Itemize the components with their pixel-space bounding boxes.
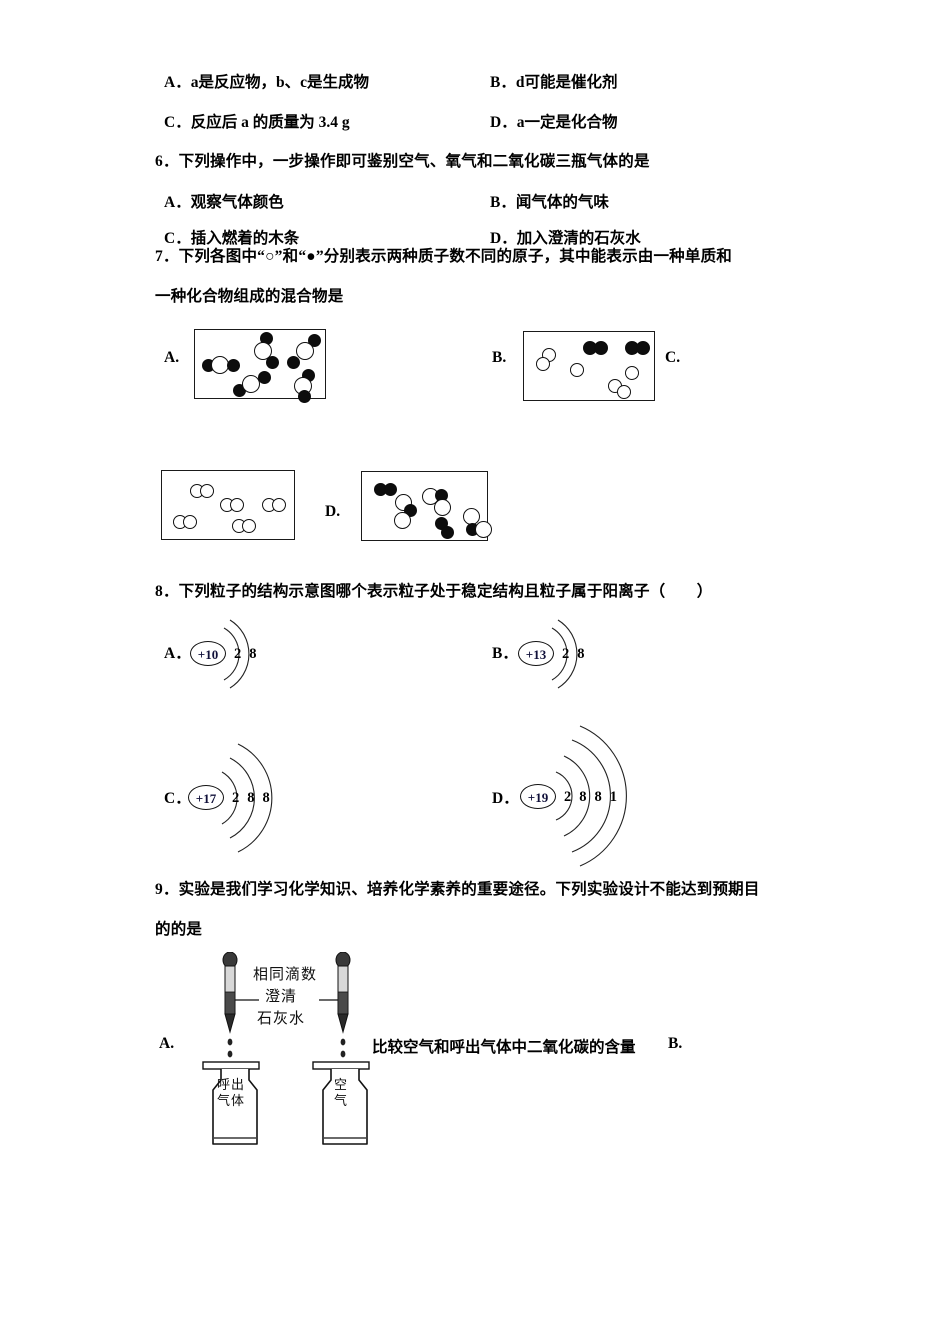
atom-black <box>441 526 454 539</box>
atom-white <box>536 357 550 371</box>
electron-shell-arcs <box>551 619 578 689</box>
atom-black <box>287 356 300 369</box>
bottle-right-label: 空 气 <box>316 1078 366 1111</box>
q9-stem-line2: 的的是 <box>155 921 203 938</box>
q9-experiment-diagram <box>195 951 395 1152</box>
apparatus-svg <box>202 951 370 1145</box>
shell-count: 8 <box>579 789 587 805</box>
atom-white <box>475 521 492 538</box>
atom-black <box>298 390 311 403</box>
shell-count: 2 <box>234 646 242 662</box>
bottle-left-line2: 气体 <box>216 1094 245 1110</box>
q7-molecule-box-b <box>523 331 655 401</box>
q6-option-b: B．闻气体的气味 <box>490 194 609 211</box>
q6-stem: 6．下列操作中，一步操作即可鉴别空气、氧气和二氧化碳三瓶气体的是 <box>155 153 650 170</box>
shell-count: 2 <box>232 790 240 806</box>
q7-label-d: D. <box>325 503 341 520</box>
q9-label-b: B. <box>668 1035 683 1052</box>
nucleus-charge: +10 <box>190 641 226 666</box>
q5-option-b: B．d可能是催化剂 <box>490 74 618 91</box>
q6-option-a: A．观察气体颜色 <box>164 194 284 211</box>
dropper-note-line3: 石灰水 <box>257 1009 306 1027</box>
atom-white <box>272 498 286 512</box>
atom-white <box>183 515 197 529</box>
atom-white <box>230 498 244 512</box>
dropper-note-line1: 相同滴数 <box>253 965 318 983</box>
bottle-left-line1: 呼出 <box>216 1078 245 1093</box>
atom-white <box>570 363 584 377</box>
q7-label-a: A. <box>164 349 180 366</box>
q5-option-d: D．a一定是化合物 <box>490 114 618 131</box>
bottle-right-line1: 空 <box>333 1078 348 1093</box>
electron-shell-arcs <box>223 619 250 689</box>
shell-count: 8 <box>247 790 255 806</box>
atom-black <box>266 356 279 369</box>
atom-white <box>200 484 214 498</box>
nucleus-charge: +13 <box>518 641 554 666</box>
nucleus-charge: +17 <box>188 785 224 810</box>
nucleus-charge: +19 <box>520 784 556 809</box>
electron-shell-arcs <box>555 725 627 867</box>
q7-molecule-box-a <box>194 329 326 403</box>
atom-white <box>617 385 631 399</box>
q5-option-a: A．a是反应物，b、c是生成物 <box>164 74 369 91</box>
shell-count: 2 <box>562 646 570 662</box>
shell-count: 8 <box>577 646 585 662</box>
atom-white <box>254 342 272 360</box>
atom-white <box>625 366 639 380</box>
atom-black <box>636 341 650 355</box>
q7-stem-line1: 7．下列各图中“○”和“●”分别表示两种质子数不同的原子，其中能表示由一种单质和 <box>155 248 732 265</box>
atom-white <box>394 512 411 529</box>
q8-option-c-label: C． <box>164 790 191 807</box>
dropper-note-line2: 澄清 <box>265 987 298 1005</box>
atom-black <box>594 341 608 355</box>
q5-option-c: C．反应后 a 的质量为 3.4 g <box>164 114 350 131</box>
shell-count: 8 <box>262 790 270 806</box>
atom-white <box>242 519 256 533</box>
q6-option-d: D．加入澄清的石灰水 <box>490 230 641 247</box>
shell-count: 8 <box>594 789 602 805</box>
atom-black <box>384 483 397 496</box>
q7-molecule-box-c <box>161 470 295 540</box>
shell-count: 1 <box>609 789 617 805</box>
atom-black <box>227 359 240 372</box>
q7-label-c: C. <box>665 349 681 366</box>
q6-option-c: C．插入燃着的木条 <box>164 230 300 247</box>
electron-shell-arcs <box>221 743 273 853</box>
atom-white <box>242 375 260 393</box>
atom-white <box>434 499 451 516</box>
q9-stem-line1: 9．实验是我们学习化学知识、培养化学素养的重要途径。下列实验设计不能达到预期目 <box>155 881 760 898</box>
atom-white <box>296 342 314 360</box>
shell-count: 8 <box>249 646 257 662</box>
q8-option-b-label: B． <box>492 645 518 662</box>
q7-molecule-box-d <box>361 471 492 541</box>
bottle-right-line2: 气 <box>333 1094 348 1110</box>
atom-black <box>258 371 271 384</box>
shell-count: 2 <box>564 789 572 805</box>
q8-stem: 8．下列粒子的结构示意图哪个表示粒子处于稳定结构且粒子属于阳离子（ ） <box>155 583 713 600</box>
q7-stem-line2: 一种化合物组成的混合物是 <box>155 288 344 305</box>
q9-label-a: A. <box>159 1035 175 1052</box>
bottle-left-label: 呼出 气体 <box>206 1078 256 1111</box>
q8-option-d-label: D． <box>492 790 519 807</box>
q9-caption-a: 比较空气和呼出气体中二氧化碳的含量 <box>372 1039 636 1056</box>
q7-label-b: B. <box>492 349 507 366</box>
q8-option-a-label: A． <box>164 645 191 662</box>
